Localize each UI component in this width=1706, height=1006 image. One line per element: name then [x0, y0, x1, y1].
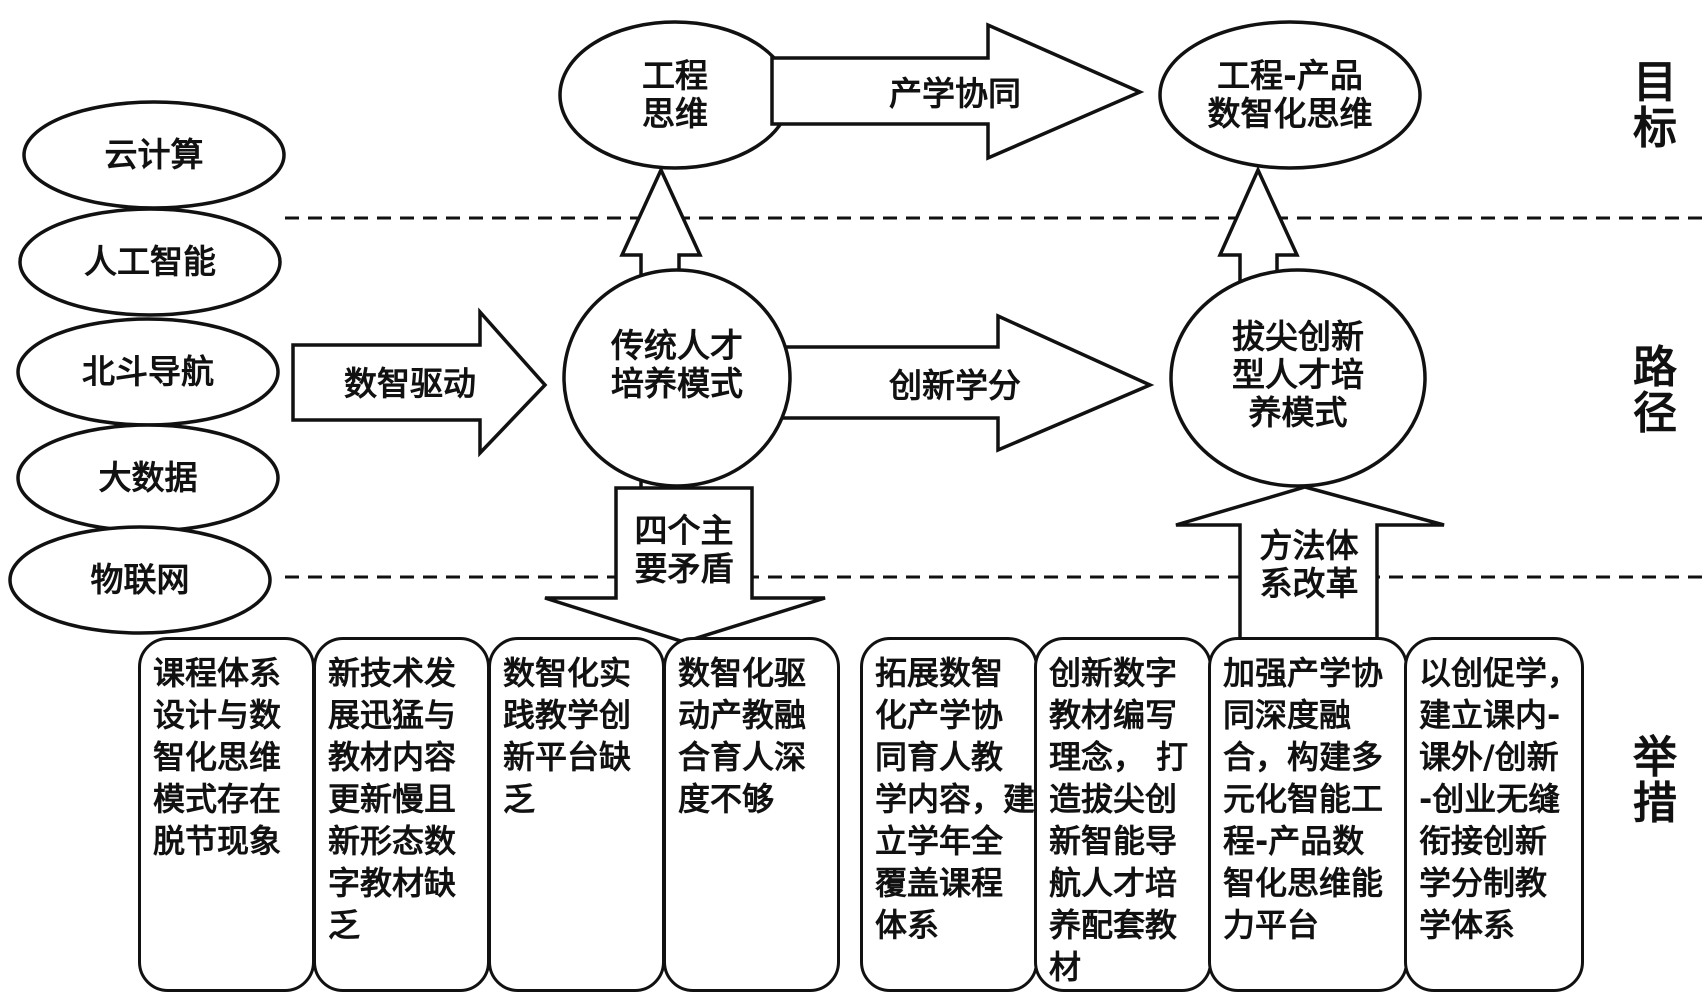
measure-box-2: 创新数字 教材编写 理念， 打 造拔尖创 新智能导 航人才培 养配套教 材 [1034, 637, 1212, 992]
tech-label-beidou: 北斗导航 [82, 352, 214, 391]
tech-label-ai: 人工智能 [84, 242, 216, 281]
measure-box-3: 加强产学协 同深度融 合，构建多 元化智能工 程-产品数 智化思维能 力平台 [1208, 637, 1408, 992]
path-oval-traditional [562, 268, 792, 488]
arrow-industry-collab [770, 22, 1145, 161]
arrow-label-innovation-credit: 创新学分 [889, 366, 1021, 405]
goal-label-digital: 工程-产品 数智化思维 [1207, 56, 1373, 133]
arrow-label-method-reform: 方法体 系改革 [1259, 526, 1359, 603]
tech-oval-iot [8, 525, 272, 635]
path-oval-topnotch [1169, 268, 1427, 488]
side-label-goal: 目 标 [1633, 57, 1677, 154]
measure-box-1: 拓展数智 化产学协 同育人教 学内容，建 立学年全 覆盖课程 体系 [860, 637, 1038, 992]
arrow-innovation-credit [770, 313, 1155, 453]
arrow-label-digital-drive: 数智驱动 [344, 364, 476, 403]
measure-box-4: 以创促学， 建立课内- 课外/创新 -创业无缝 衔接创新 学分制教 学体系 [1404, 637, 1584, 992]
problem-box-1: 课程体系 设计与数 智化思维 模式存在 脱节现象 [138, 637, 315, 992]
problem-box-4: 数智化驱 动产教融 合育人深 度不够 [663, 637, 840, 992]
side-label-measures: 举 措 [1633, 732, 1677, 829]
side-label-path: 路 径 [1633, 342, 1677, 439]
arrow-label-four-contradictions: 四个主 要矛盾 [634, 511, 734, 588]
arrow-label-industry-collab: 产学协同 [889, 74, 1021, 113]
problem-box-3: 数智化实 践教学创 新平台缺 乏 [488, 637, 665, 992]
tech-label-iot: 物联网 [90, 560, 190, 599]
tech-oval-ai [18, 207, 282, 317]
tech-label-cloud: 云计算 [104, 135, 204, 174]
arrow-four-contradictions [544, 486, 826, 644]
path-label-traditional: 传统人才 培养模式 [611, 326, 743, 403]
goal-oval-digital [1158, 20, 1422, 170]
problem-box-2: 新技术发 展迅猛与 教材内容 更新慢且 新形态数 字教材缺 乏 [313, 637, 490, 992]
tech-label-bigdata: 大数据 [98, 458, 198, 497]
arrow-digital-drive [291, 307, 548, 458]
goal-label-engineering: 工程 思维 [642, 56, 708, 133]
arrow-method-reform [1175, 485, 1445, 642]
path-label-topnotch: 拔尖创新 型人才培 养模式 [1232, 317, 1364, 432]
